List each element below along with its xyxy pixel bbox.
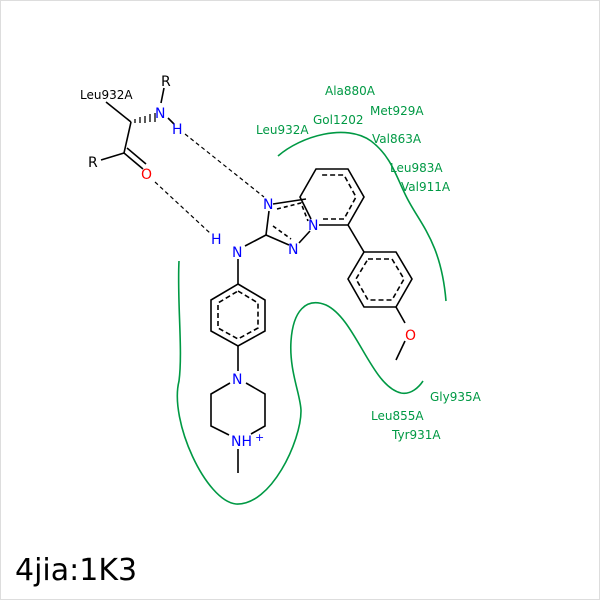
hbond-o-hn xyxy=(154,181,212,235)
diagram-title: 4jia:1K3 xyxy=(15,553,138,588)
charge-plus: + xyxy=(255,431,264,444)
hbonds xyxy=(154,133,265,235)
backbone-h: H xyxy=(172,122,183,138)
piperazine-n: N xyxy=(232,372,242,388)
residue-label: Gly935A xyxy=(430,390,482,404)
residue-label: Leu932A xyxy=(256,123,309,137)
residue-label: Leu983A xyxy=(390,161,443,175)
residue-label: Tyr931A xyxy=(391,428,441,442)
backbone-o: O xyxy=(141,167,152,183)
backbone-residue-label: Leu932A xyxy=(80,88,133,102)
ligand-n1: N xyxy=(263,197,273,213)
ligand-n3: N xyxy=(288,242,298,258)
residue-label: Gol1202 xyxy=(313,113,364,127)
hashed-wedge xyxy=(134,113,156,123)
ligand-amine-n: N xyxy=(232,245,242,261)
residue-label: Val863A xyxy=(372,132,422,146)
residue-label: Met929A xyxy=(370,104,424,118)
residue-label: Val911A xyxy=(401,180,451,194)
residue-label: Ala880A xyxy=(325,84,376,98)
hydrophobic-arc-bottom xyxy=(176,260,424,505)
hydrophobic-arc-top xyxy=(277,131,447,302)
hbond-nh-n xyxy=(184,133,265,198)
piperazine-nh: NH xyxy=(231,434,252,450)
hydrophobic-contours xyxy=(176,131,447,505)
residue-label: Leu855A xyxy=(371,409,424,423)
backbone-n: N xyxy=(155,106,165,122)
ligand-n-bridge: N xyxy=(308,218,318,234)
methoxy-o: O xyxy=(405,328,416,344)
ligand-amine-h: H xyxy=(211,232,222,248)
bonds xyxy=(100,87,413,473)
residue-labels: Ala880A Met929A Gol1202 Leu932A Val863A … xyxy=(256,84,482,442)
r-group-top: R xyxy=(161,74,171,90)
r-group-left: R xyxy=(88,155,98,171)
